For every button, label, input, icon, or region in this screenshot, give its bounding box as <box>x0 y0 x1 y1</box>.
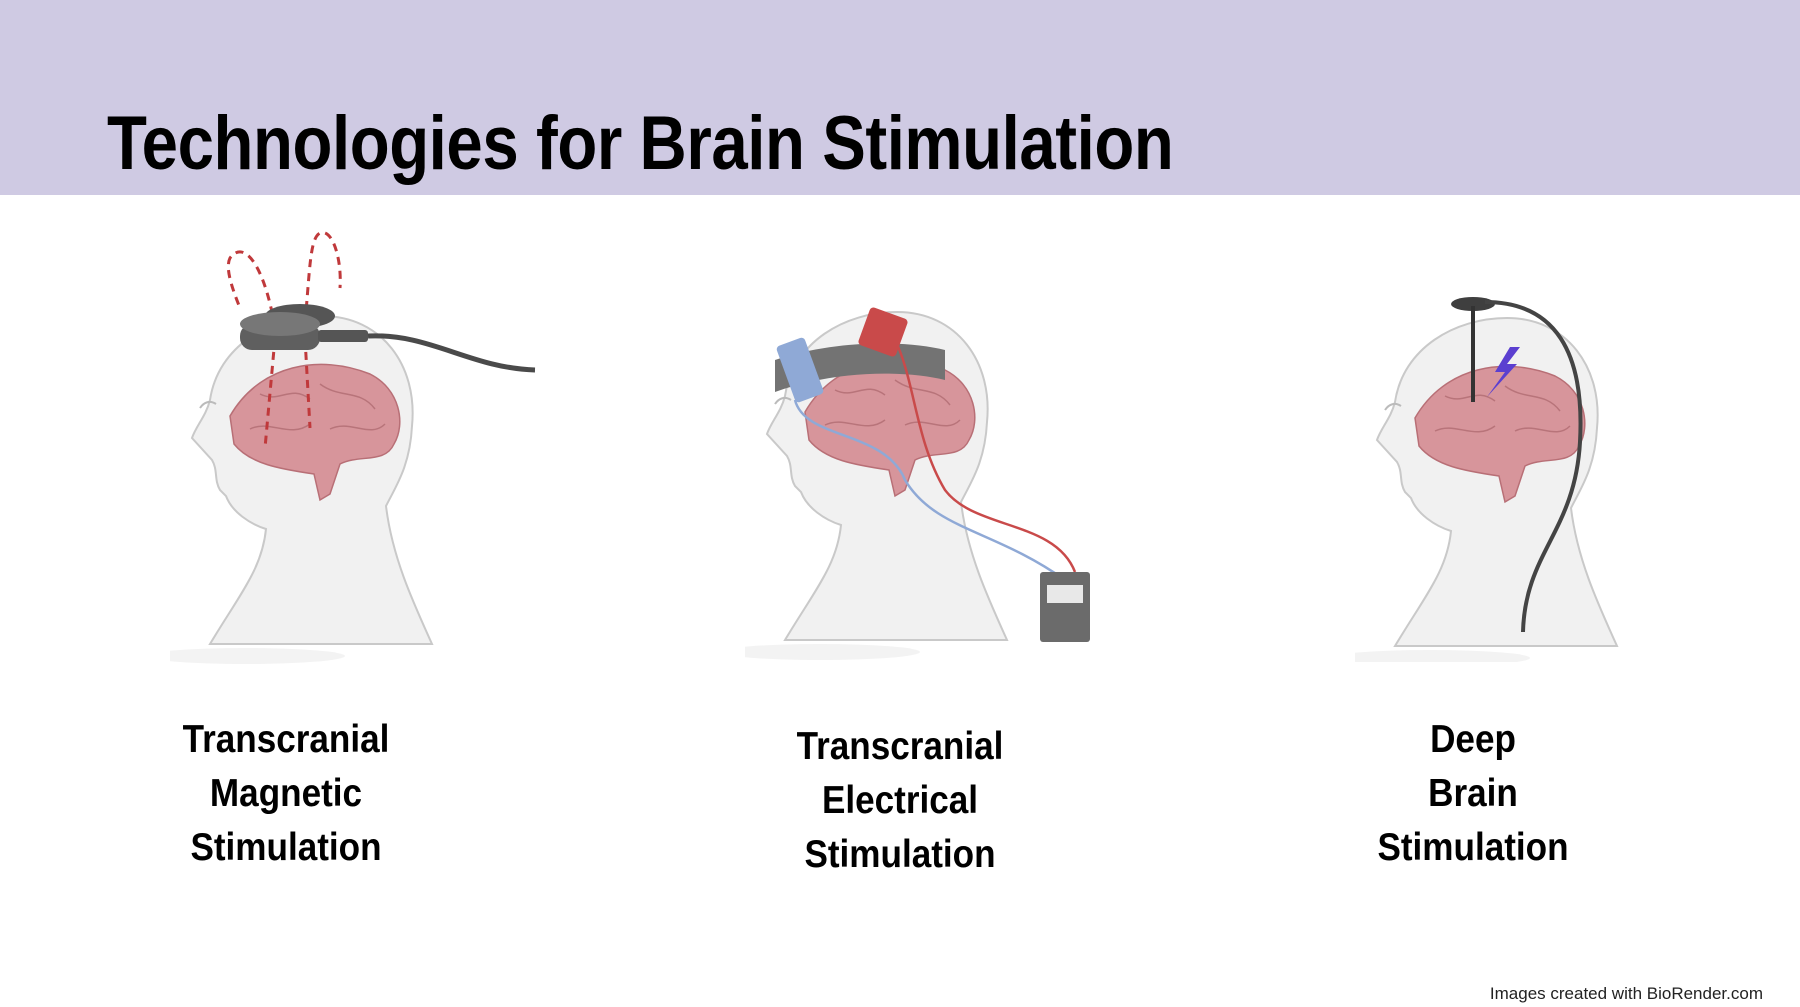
label-line: Stimulation <box>190 826 382 869</box>
header-bar: Technologies for Brain Stimulation <box>0 0 1800 195</box>
label-line: Deep <box>1430 718 1516 761</box>
label-line: Transcranial <box>796 725 1004 768</box>
dbs-head-illustration <box>1355 297 1618 662</box>
panel-label-tms: Transcranial Magnetic Stimulation <box>86 713 486 875</box>
label-line: Stimulation <box>1377 826 1569 869</box>
tes-head-illustration <box>745 307 1090 660</box>
label-line: Stimulation <box>804 833 996 876</box>
tms-head-illustration <box>170 231 536 665</box>
image-credit: Images created with BioRender.com <box>1489 984 1763 1003</box>
slide-title: Technologies for Brain Stimulation <box>107 101 1174 186</box>
label-line: Magnetic <box>209 772 363 815</box>
panel-label-tes: Transcranial Electrical Stimulation <box>700 720 1100 882</box>
label-line: Transcranial <box>182 718 390 761</box>
panel-label-dbs: Deep Brain Stimulation <box>1273 713 1673 875</box>
label-line: Brain <box>1428 772 1518 815</box>
label-line: Electrical <box>821 779 979 822</box>
